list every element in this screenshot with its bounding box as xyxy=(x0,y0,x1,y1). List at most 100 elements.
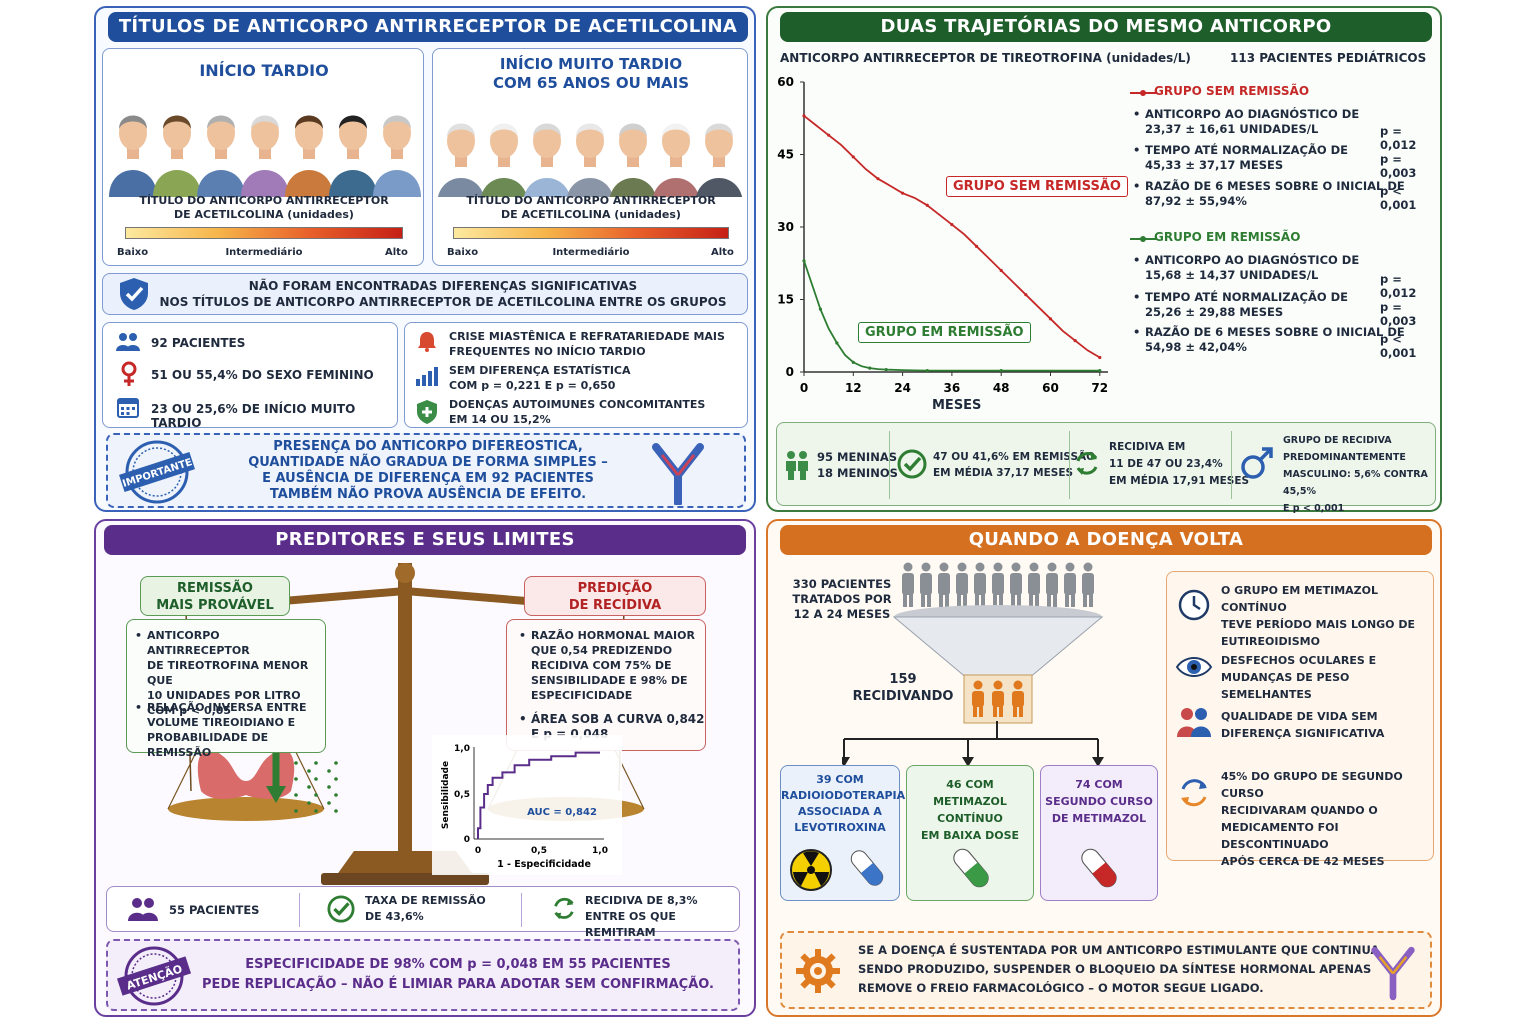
stat-patients: 55 PACIENTES xyxy=(169,903,260,917)
legend-title: GRUPO EM REMISSÃO xyxy=(1154,230,1301,244)
stat-very-late: 23 OU 25,6% DE INÍCIO MUITO TARDIO xyxy=(151,402,356,430)
x-tick-label: 48 xyxy=(993,381,1010,395)
scale-low: Baixo xyxy=(117,247,149,258)
roc-x-label: 1 - Especificidade xyxy=(497,859,591,870)
x-tick-label: 24 xyxy=(894,381,911,395)
roc-curve: 1,0 0,5 0 0 0,5 1,0 1 - Especificidade S… xyxy=(432,735,622,875)
capsule-icon xyxy=(850,850,884,886)
series-line xyxy=(803,260,1100,372)
gear-icon xyxy=(796,949,840,993)
gray-person xyxy=(974,562,986,607)
important-stamp-icon: IMPORTANTE xyxy=(119,440,195,504)
y-tick-label: 45 xyxy=(777,148,794,162)
dot xyxy=(327,769,331,773)
refresh-icon xyxy=(1076,452,1098,475)
dot xyxy=(307,785,311,789)
important-note: IMPORTANTE PRESENÇA DO ANTICORPO DIFEREO… xyxy=(106,433,746,508)
y-tick-label: 15 xyxy=(777,293,794,307)
legend-title: GRUPO SEM REMISSÃO xyxy=(1154,84,1310,98)
gray-person xyxy=(992,562,1004,607)
roc-y-tick: 0,5 xyxy=(454,790,470,800)
section-trajectories: DUAS TRAJETÓRIAS DO MESMO ANTICORPO ANTI… xyxy=(766,6,1442,514)
refresh-icon xyxy=(554,897,574,920)
person-figure xyxy=(329,115,377,197)
elderly-people-icon xyxy=(438,123,742,197)
data-point xyxy=(835,341,839,345)
person-figure xyxy=(610,123,656,197)
data-point xyxy=(876,177,880,181)
check-circle-icon xyxy=(897,449,927,479)
fact-line: COM p = 0,221 E p = 0,650 xyxy=(449,379,616,392)
data-point xyxy=(925,368,929,373)
antibody-icon xyxy=(1371,946,1415,1001)
dot xyxy=(334,761,338,765)
eye-icon xyxy=(1175,657,1213,677)
person-figure xyxy=(567,123,613,197)
dot xyxy=(334,793,338,797)
data-point xyxy=(868,366,872,370)
stat-relapse: RECIDIVA DE 8,3%ENTRE OS QUE REMITIRAM xyxy=(585,894,698,939)
children-icon xyxy=(786,451,808,480)
x-axis-label: MESES xyxy=(932,398,982,413)
scale-title: TÍTULO DO ANTICORPO ANTIRRECEPTOR xyxy=(466,194,716,207)
person-figure xyxy=(438,123,484,197)
couple-icon xyxy=(1177,708,1211,737)
green-series-label: GRUPO EM REMISSÃO xyxy=(858,322,1031,343)
roc-y-label: Sensibilidade xyxy=(441,761,451,829)
scale-title: TÍTULO DO ANTICORPO ANTIRRECEPTOR xyxy=(139,194,389,207)
gray-person xyxy=(1010,562,1022,607)
legend-green: GRUPO EM REMISSÃO ANTICORPO AO DIAGNÓSTI… xyxy=(1128,228,1438,368)
green-item: RAZÃO DE 6 MESES SOBRE O INICIAL DE54,98… xyxy=(1133,325,1405,355)
male-icon xyxy=(1241,447,1273,479)
data-point xyxy=(925,203,929,207)
dot xyxy=(334,809,338,813)
people-icon xyxy=(116,333,140,351)
x-tick-label: 72 xyxy=(1091,381,1108,395)
scale-high: Alto xyxy=(385,247,408,258)
people-group-icon xyxy=(109,115,421,197)
data-point xyxy=(1098,368,1102,373)
card-very-late-onset: INÍCIO MUITO TARDIO COM 65 ANOS OU MAIS … xyxy=(432,48,748,266)
note-text: PRESENÇA DO ANTICORPO DIFEREOSTICA,QUANT… xyxy=(248,439,608,502)
section-title: QUANDO A DOENÇA VOLTA xyxy=(780,525,1432,555)
p-value: p = 0,003 xyxy=(1380,300,1417,328)
cycle-icon xyxy=(1181,779,1207,807)
branch-arrows xyxy=(842,721,1104,767)
data-point xyxy=(999,268,1003,273)
x-tick-label: 0 xyxy=(800,381,808,395)
clock-icon xyxy=(1178,589,1210,621)
check-circle-icon xyxy=(327,895,355,923)
data-point xyxy=(1024,293,1028,297)
x-tick-label: 60 xyxy=(1042,381,1059,395)
gray-person xyxy=(920,562,932,607)
person-figure xyxy=(285,115,333,197)
x-tick-label: 12 xyxy=(845,381,862,395)
data-point xyxy=(818,307,823,311)
fact-line: CRISE MIASTÊNICA E REFRATARIEDADE MAIS xyxy=(449,330,725,343)
orange-person xyxy=(972,680,984,717)
roc-y-tick: 0 xyxy=(464,835,470,845)
funnel-icon xyxy=(892,562,1104,724)
capsule-icon xyxy=(1081,848,1117,888)
calendar-icon xyxy=(117,398,139,418)
gray-person xyxy=(938,562,950,607)
alarm-bell-icon xyxy=(418,332,436,352)
callout-title: DE RECIDIVA xyxy=(568,598,662,613)
legend-red: GRUPO SEM REMISSÃO ANTICORPO AO DIAGNÓST… xyxy=(1128,82,1438,222)
p-value: p = 0,012 xyxy=(1380,124,1417,152)
orange-person xyxy=(992,680,1004,717)
